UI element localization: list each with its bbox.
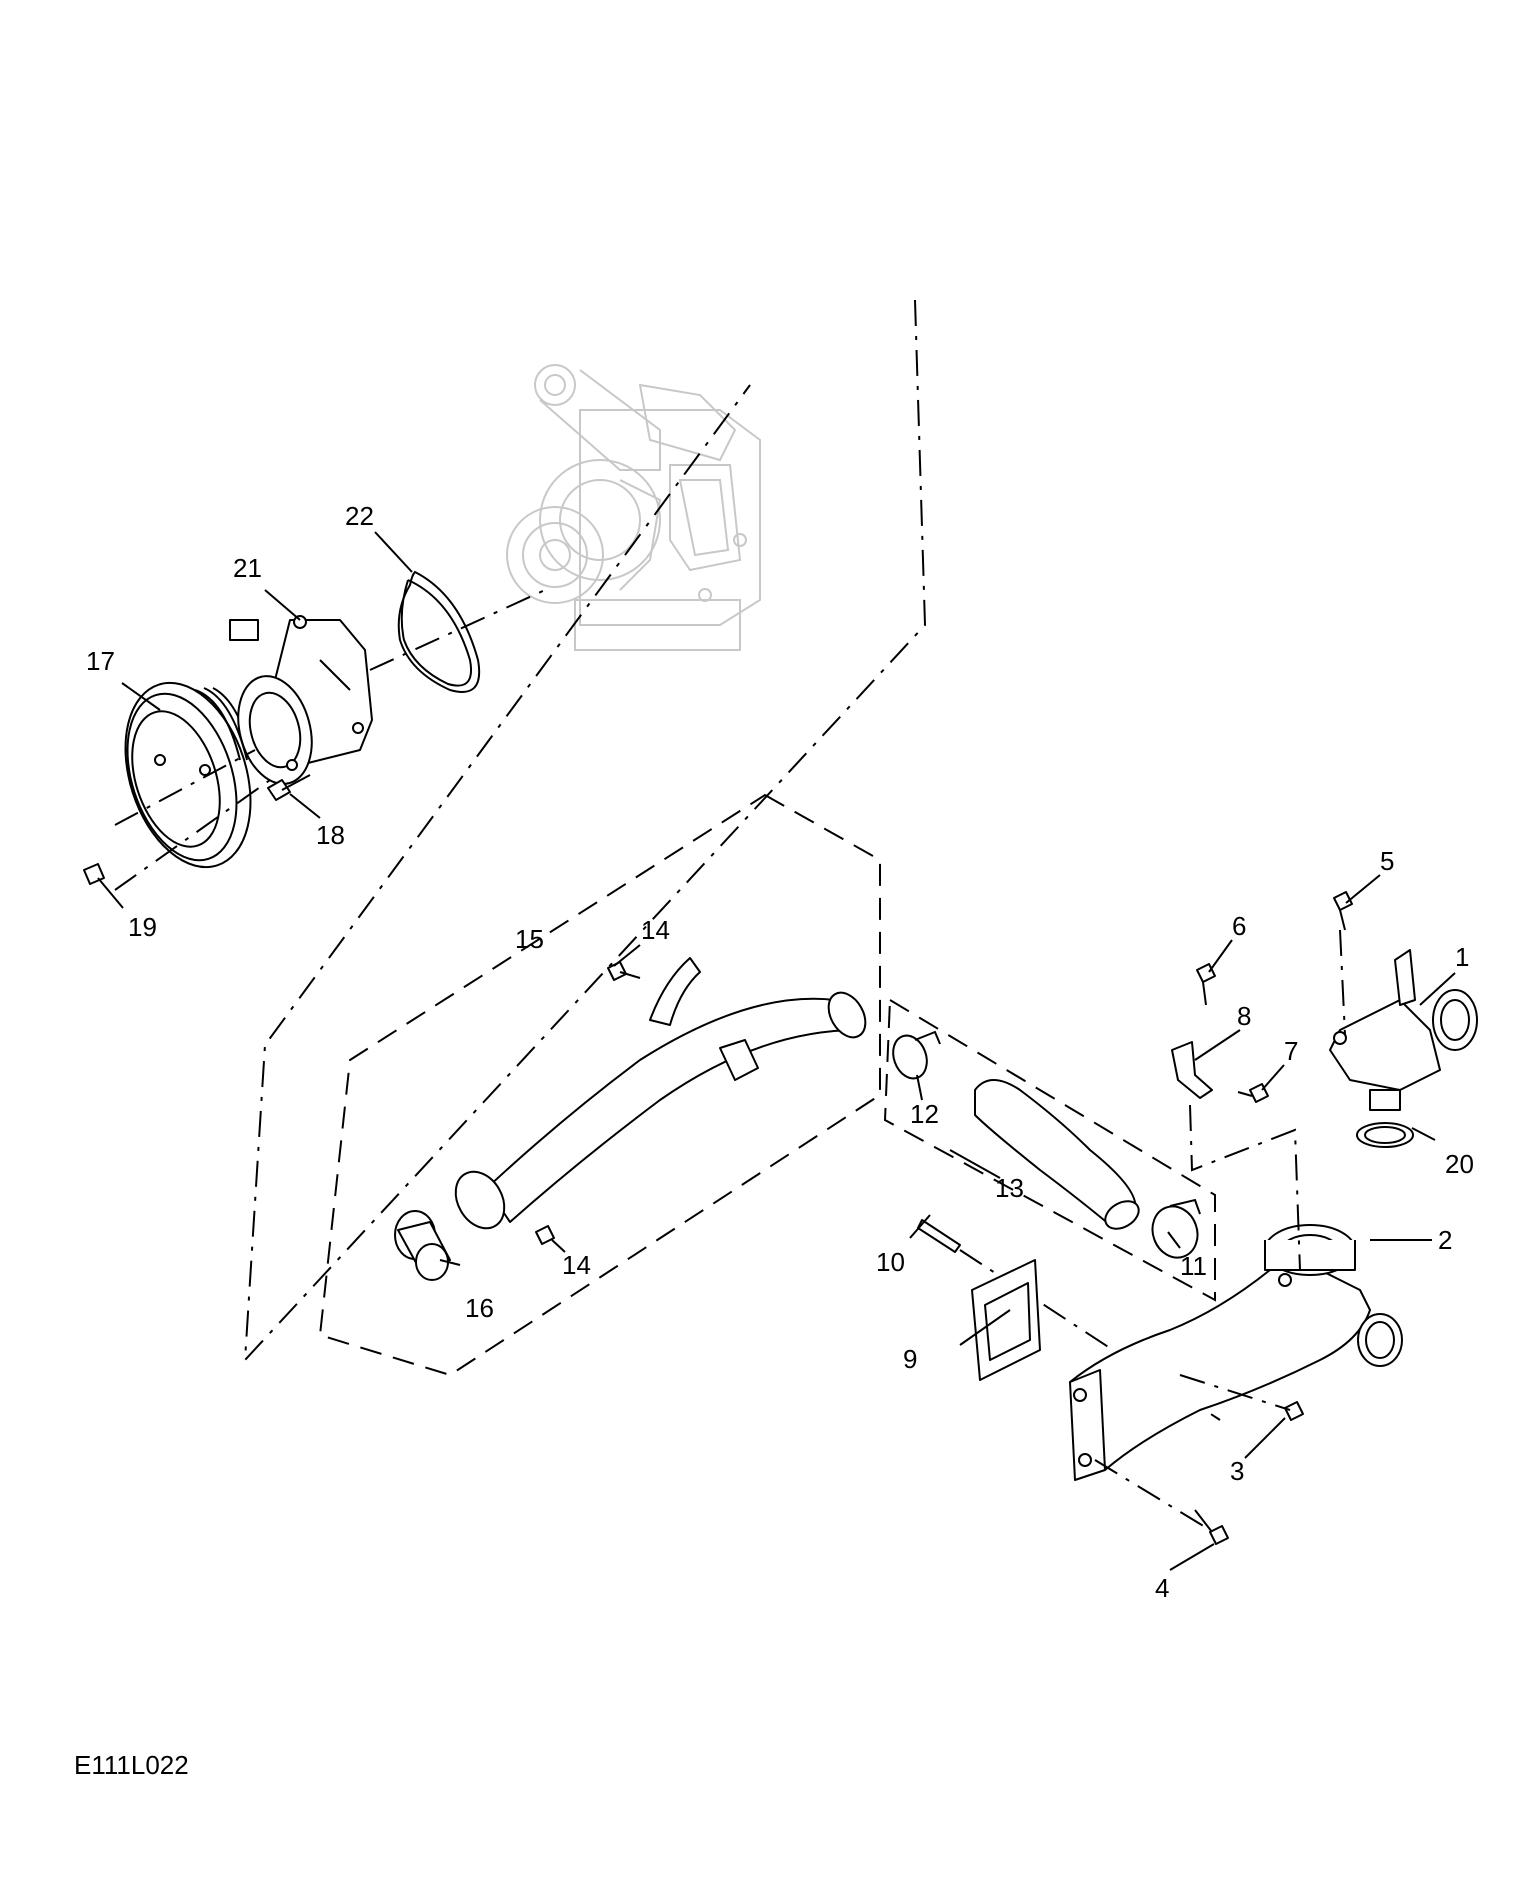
callout-19: 19 — [128, 912, 157, 942]
callout-5: 5 — [1380, 846, 1394, 876]
callout-21: 21 — [233, 553, 262, 583]
callout-22: 22 — [345, 501, 374, 531]
bolt-5 — [1333, 891, 1353, 911]
hose-13 — [974, 1079, 1140, 1230]
bolt-14-lower — [535, 1225, 555, 1245]
stud-10 — [917, 1219, 961, 1253]
callout-1: 1 — [1455, 942, 1469, 972]
callout-17: 17 — [86, 646, 115, 676]
pump-gasket — [397, 570, 481, 693]
bolt-4 — [1209, 1525, 1229, 1545]
o-ring — [1356, 1122, 1414, 1148]
hose-connector — [394, 1210, 451, 1281]
callout-12: 12 — [910, 1099, 939, 1129]
hose-clip-11 — [1151, 1198, 1201, 1259]
leader-lines — [97, 531, 1456, 1571]
callout-10: 10 — [876, 1247, 905, 1277]
water-pump — [229, 615, 373, 785]
callout-13: 13 — [995, 1173, 1024, 1203]
assembly-outline-pipe — [318, 793, 881, 1377]
callout-14-upper: 14 — [641, 915, 670, 945]
callout-6: 6 — [1232, 911, 1246, 941]
callout-8: 8 — [1237, 1001, 1251, 1031]
callout-11: 11 — [1180, 1251, 1207, 1281]
assembly-outline-hose — [883, 998, 1216, 1302]
callout-9: 9 — [903, 1344, 917, 1374]
coolant-housing — [1069, 1224, 1403, 1481]
callout-16: 16 — [465, 1293, 494, 1323]
pulley — [124, 681, 253, 869]
flange-gasket — [971, 1259, 1041, 1381]
diagram-reference-code: E111L022 — [74, 1750, 189, 1780]
callout-4: 4 — [1155, 1573, 1169, 1603]
callout-20: 20 — [1445, 1149, 1474, 1179]
hose-clip-12 — [892, 1030, 941, 1080]
callout-2: 2 — [1438, 1225, 1452, 1255]
callout-14-lower: 14 — [562, 1250, 591, 1280]
callout-7: 7 — [1284, 1036, 1298, 1066]
thermostat-housing — [1329, 949, 1478, 1111]
callout-15: 15 — [515, 924, 544, 954]
coolant-pipe — [454, 957, 867, 1230]
callout-18: 18 — [316, 820, 345, 850]
bracket-8 — [1171, 1041, 1213, 1099]
engine-block — [506, 364, 761, 651]
assembly-outline-upper — [243, 299, 927, 1363]
bolt-3 — [1284, 1401, 1304, 1421]
callout-3: 3 — [1230, 1456, 1244, 1486]
bolt-18 — [267, 774, 311, 801]
